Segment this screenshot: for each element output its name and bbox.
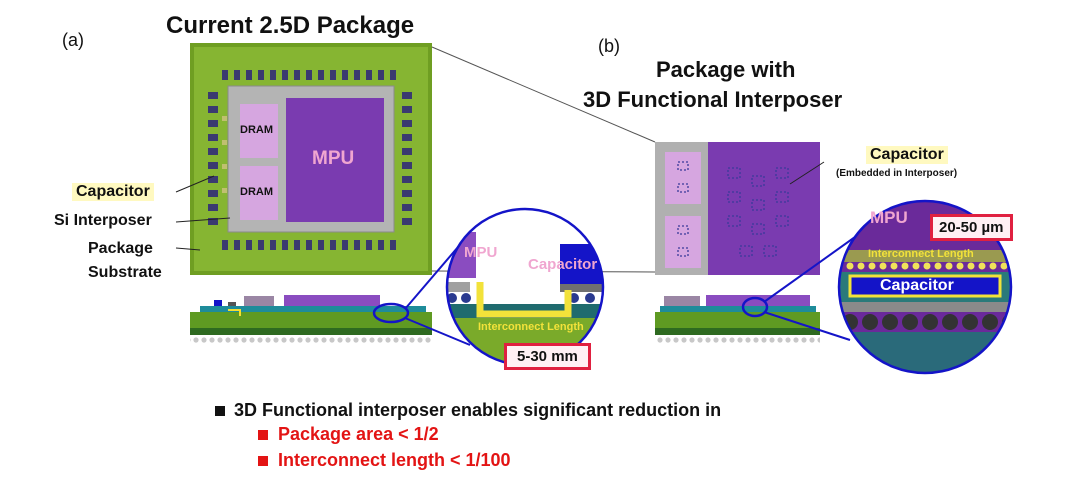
dram-bottom-a [240, 166, 278, 220]
dram-bottom-label: DRAM [240, 186, 273, 198]
callout-si-interposer: Si Interposer [54, 212, 152, 229]
panel-b-title-line1: Package with [656, 57, 796, 82]
callout-package-line2: Substrate [88, 264, 162, 281]
summary-item-1: Package area < 1/2 [278, 424, 439, 444]
mpu-a [286, 98, 384, 222]
package-a-topview [190, 43, 432, 275]
zoom-a-interconnect: Interconnect Length [478, 321, 584, 333]
bullet-red-2 [258, 456, 268, 466]
zoom-a-mpu: MPU [464, 244, 498, 261]
pad-ring-bottom [222, 240, 396, 250]
distance-badge-b: 20-50 µm [930, 214, 1013, 241]
dram-top-a [240, 104, 278, 158]
zoom-a-capacitor: Capacitor [528, 256, 598, 273]
pad-ring-top [222, 70, 396, 80]
cross-section-b [655, 295, 820, 343]
zoom-b-mpu: MPU [870, 208, 908, 227]
distance-badge-a: 5-30 mm [504, 343, 591, 370]
pad-ring-left [208, 92, 218, 225]
bullet-red-1 [258, 430, 268, 440]
panel-a-title: Current 2.5D Package [166, 12, 415, 39]
summary-main: 3D Functional interposer enables signifi… [234, 400, 722, 420]
capacitor-label-b: Capacitor [866, 146, 948, 164]
cross-section-a [190, 295, 432, 343]
callout-capacitor: Capacitor [72, 183, 154, 201]
panel-b-label: (b) [598, 36, 620, 56]
mpu-label-a: MPU [312, 148, 355, 169]
capacitor-sub-b: (Embedded in Interposer) [836, 168, 958, 179]
pad-ring-right [402, 92, 412, 225]
dram-top-label: DRAM [240, 124, 273, 136]
zoom-circle-a [447, 209, 603, 365]
zoom-b-interconnect: Interconnect Length [868, 248, 974, 260]
dram-top-b [665, 152, 701, 204]
package-b-topview [655, 142, 820, 275]
panel-b-title-line2: 3D Functional Interposer [583, 87, 843, 112]
zoom-b-capacitor: Capacitor [880, 277, 954, 294]
callout-package-line1: Package [88, 240, 153, 257]
dram-bottom-b [665, 216, 701, 268]
panel-a-label: (a) [62, 30, 84, 50]
summary-item-2: Interconnect length < 1/100 [278, 450, 511, 470]
bullet-black [215, 406, 225, 416]
